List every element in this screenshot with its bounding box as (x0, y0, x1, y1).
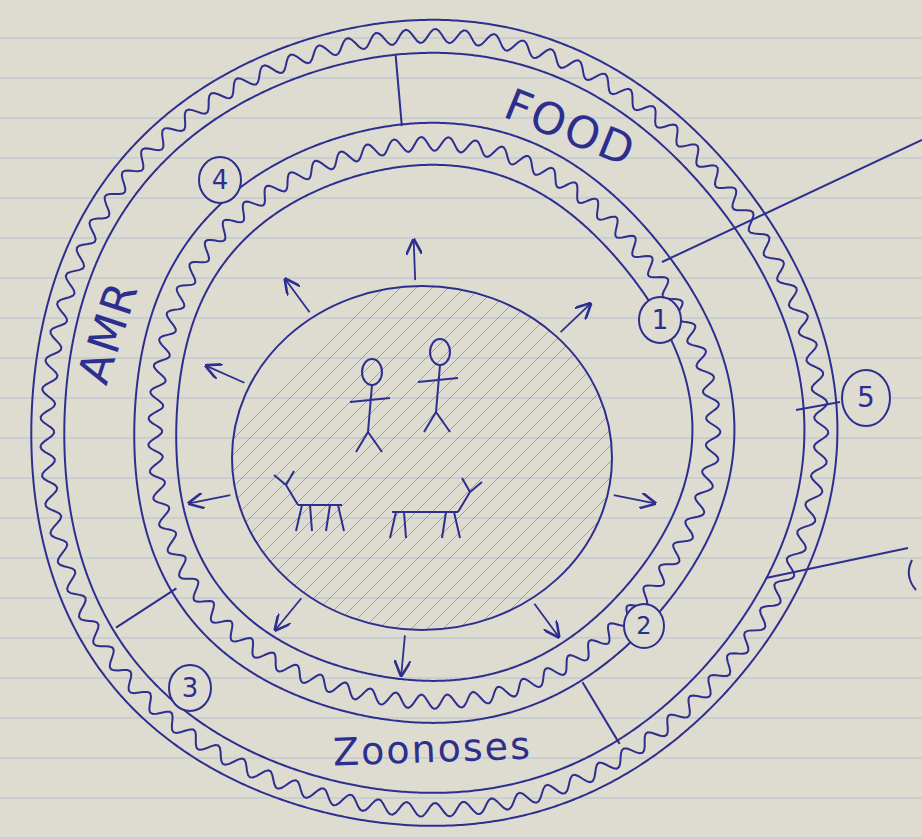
segment-divider (583, 682, 620, 744)
ruled-line (0, 717, 922, 718)
ruled-line (0, 477, 922, 478)
hatch-line (96, 280, 456, 640)
segment-band: FOOD (493, 77, 647, 180)
inner-ring-outer-edge (134, 123, 734, 723)
outward-arrow (285, 279, 309, 312)
hatch-line (288, 280, 648, 640)
ruled-line (0, 37, 922, 38)
outward-arrow (189, 495, 230, 503)
leader-line (662, 140, 922, 262)
ruled-line (0, 837, 922, 838)
animal-figure (390, 478, 482, 538)
leader-line (766, 548, 908, 578)
outward-arrow (275, 598, 301, 630)
ruled-line (0, 277, 922, 278)
leader-line (796, 402, 840, 410)
cut-off-mark (909, 560, 916, 590)
segment-label: Zoonoses (332, 726, 532, 775)
hatching (32, 280, 922, 640)
ruled-line (0, 357, 922, 358)
hatch-line (272, 280, 632, 640)
hatch-line (384, 280, 744, 640)
segment-label: AMR (69, 275, 147, 389)
outward-arrow (614, 495, 655, 503)
callout-number: 3 (182, 674, 199, 703)
hatch-line (480, 280, 840, 640)
human-figure (418, 339, 458, 432)
hatch-line (464, 280, 824, 640)
ruled-line (0, 237, 922, 238)
callout-circle (842, 370, 890, 426)
hatch-line (80, 280, 440, 640)
hatch-line (560, 280, 920, 640)
ruled-line (0, 117, 922, 118)
hatch-line (528, 280, 888, 640)
hatch-line (192, 280, 552, 640)
ruled-line (0, 517, 922, 518)
hatch-line (176, 280, 536, 640)
ruled-line (0, 77, 922, 78)
segment-band: Zoonoses (328, 723, 536, 776)
callout-number: 5 (857, 383, 875, 414)
outward-arrow (534, 604, 558, 637)
inner-circle (232, 286, 612, 630)
hatch-line (624, 280, 922, 640)
segment-divider (396, 54, 402, 126)
hatch-line (320, 280, 680, 640)
callout-circle (199, 157, 241, 203)
ruled-lines (0, 38, 922, 838)
hatch-line (608, 280, 922, 640)
outward-arrow (206, 366, 244, 383)
hatch-line (448, 280, 808, 640)
outer-ring-inner-edge (64, 53, 804, 793)
segment-divider (116, 588, 176, 627)
callout-number: 1 (652, 306, 669, 335)
callout-circle (624, 604, 664, 648)
ruled-line (0, 557, 922, 558)
hatch-line (352, 280, 712, 640)
human-figure (350, 359, 390, 452)
outward-arrow (561, 304, 591, 332)
hatch-line (128, 280, 488, 640)
hatch-line (224, 280, 584, 640)
figures (274, 339, 482, 538)
hatch-line (640, 280, 922, 640)
hatch-line (416, 280, 776, 640)
hatch-line (336, 280, 696, 640)
hatch-line (400, 280, 760, 640)
ruled-line (0, 397, 922, 398)
hatch-line (304, 280, 664, 640)
inner-ring-inner-edge (176, 165, 692, 681)
hatch-line (576, 280, 922, 640)
hatch-line (544, 280, 904, 640)
callout-number: 4 (212, 166, 229, 195)
ruled-line (0, 157, 922, 158)
hatch-line (112, 280, 472, 640)
outward-arrow (414, 240, 415, 280)
ruled-line (0, 597, 922, 598)
hatch-line (592, 280, 922, 640)
animal-figure (274, 471, 344, 531)
hatch-line (160, 280, 520, 640)
outer-wavy-band (40, 29, 828, 817)
ruled-line (0, 637, 922, 638)
ruled-line (0, 437, 922, 438)
inner-wavy-band (148, 137, 720, 709)
hatch-line (208, 280, 568, 640)
hatch-line (256, 280, 616, 640)
hatch-line (144, 280, 504, 640)
ruled-line (0, 197, 922, 198)
outward-arrow (401, 635, 405, 675)
hatch-line (512, 280, 872, 640)
callout-circle (169, 665, 211, 711)
outer-ring-edge (31, 20, 837, 826)
callout-circle (639, 297, 681, 343)
callout-number: 2 (636, 613, 651, 639)
ruled-line (0, 797, 922, 798)
